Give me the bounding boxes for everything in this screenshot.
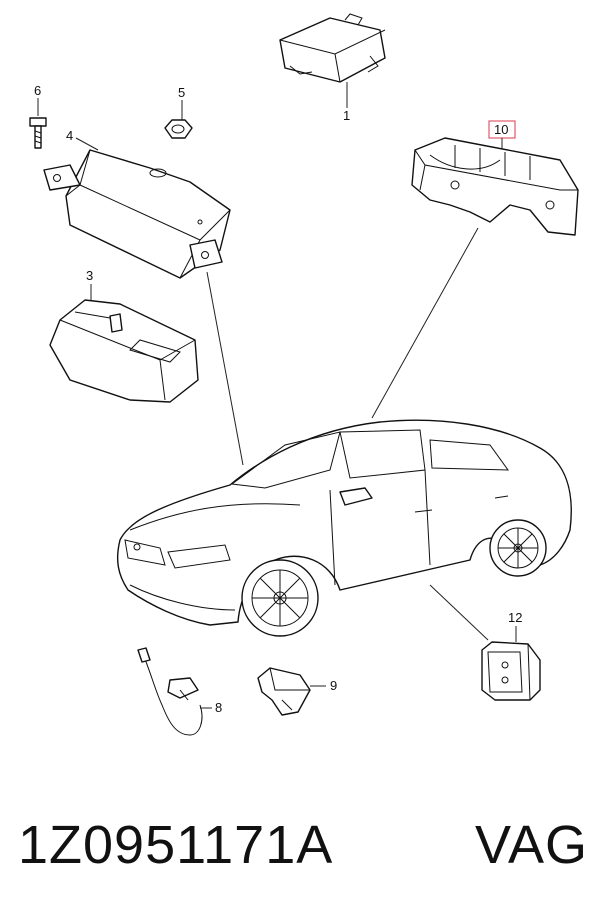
part-1-control-unit: 1 <box>279 13 386 123</box>
part-6-bolt: 6 <box>29 83 47 149</box>
callout-10: 10 <box>494 122 508 137</box>
callout-5: 5 <box>178 85 185 100</box>
car-illustration <box>116 419 572 637</box>
leader-12 <box>429 584 489 641</box>
callout-3: 3 <box>86 268 93 283</box>
callout-6: 6 <box>34 83 41 98</box>
part-4-module: 4 <box>43 128 231 279</box>
part-12-switch: 12 <box>481 610 541 701</box>
callout-12: 12 <box>508 610 522 625</box>
brand: VAG <box>474 815 588 875</box>
callout-9: 9 <box>330 678 337 693</box>
part-9-clip: 9 <box>257 667 337 716</box>
part-8-sensor-cable: 8 <box>137 647 222 736</box>
callout-8: 8 <box>215 700 222 715</box>
part-5-nut: 5 <box>164 85 193 139</box>
part-number: 1Z0951171A <box>18 815 334 875</box>
caption: 1Z0951171A VAG <box>18 790 588 900</box>
callout-4: 4 <box>66 128 73 143</box>
part-10-bracket: 10 <box>411 120 579 236</box>
callout-1: 1 <box>343 108 350 123</box>
leader-10 <box>371 227 479 419</box>
leader-4 <box>206 271 244 466</box>
part-3-sensor: 3 <box>49 268 199 403</box>
